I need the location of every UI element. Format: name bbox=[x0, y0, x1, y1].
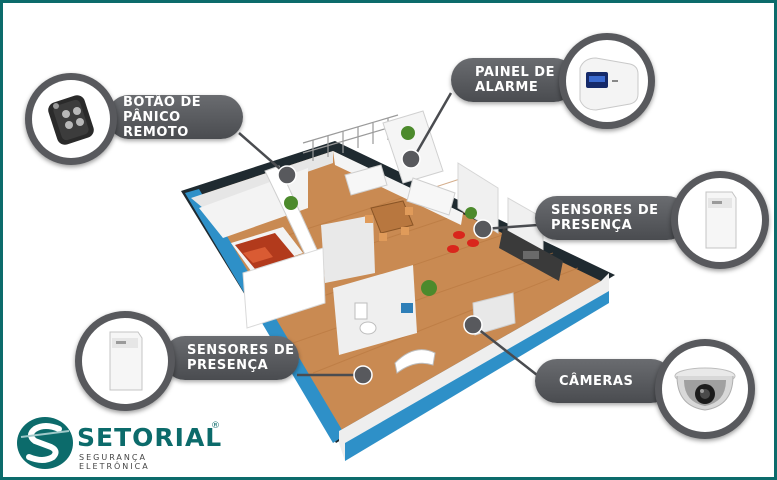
dome-camera-icon bbox=[662, 346, 748, 432]
brand-logo: SETORIAL ® SEGURANÇA ELETRÔNICA bbox=[15, 415, 221, 471]
panic-remote-icon bbox=[32, 80, 110, 158]
motion-sensor-icon bbox=[678, 178, 762, 262]
callout-panic-button-line2: PÂNICO REMOTO bbox=[123, 109, 189, 140]
motion-sensor-left-bubble bbox=[75, 311, 175, 411]
alarm-panel-icon bbox=[566, 40, 648, 122]
brand-name: SETORIAL bbox=[77, 423, 223, 452]
callout-motion-sensor-right-label: SENSORES DE PRESENÇA bbox=[535, 196, 689, 240]
callout-cameras-label: CÂMERAS bbox=[535, 359, 673, 403]
callout-motion-sensor-left-label: SENSORES DE PRESENÇA bbox=[163, 336, 299, 380]
callout-alarm-panel-line2: ALARME bbox=[475, 80, 539, 95]
motion-sensor-icon bbox=[82, 318, 168, 404]
callout-panic-button-line1: BOTÃO DE bbox=[123, 94, 202, 110]
callout-motion-sensor-right-line1: SENSORES DE bbox=[551, 203, 659, 218]
alarm-panel-bubble bbox=[559, 33, 655, 129]
brand-registered-mark: ® bbox=[211, 421, 220, 431]
callout-cameras-line1: CÂMERAS bbox=[559, 373, 634, 389]
brand-logo-mark bbox=[17, 417, 73, 469]
brand-tagline: SEGURANÇA ELETRÔNICA bbox=[79, 453, 150, 471]
callout-alarm-panel-label: PAINEL DE ALARME bbox=[451, 58, 576, 102]
callout-alarm-panel-line1: PAINEL DE bbox=[475, 65, 555, 80]
callout-motion-sensor-right-line2: PRESENÇA bbox=[551, 218, 633, 233]
callout-motion-sensor-left-line2: PRESENÇA bbox=[187, 358, 269, 373]
callout-motion-sensor-left-line1: SENSORES DE bbox=[187, 343, 295, 358]
callout-panic-button-label: BOTÃO DE PÂNICO REMOTO bbox=[107, 94, 243, 140]
apartment-floorplan-3d bbox=[181, 92, 615, 461]
panic-button-bubble bbox=[25, 73, 117, 165]
cameras-bubble bbox=[655, 339, 755, 439]
motion-sensor-right-bubble bbox=[671, 171, 769, 269]
